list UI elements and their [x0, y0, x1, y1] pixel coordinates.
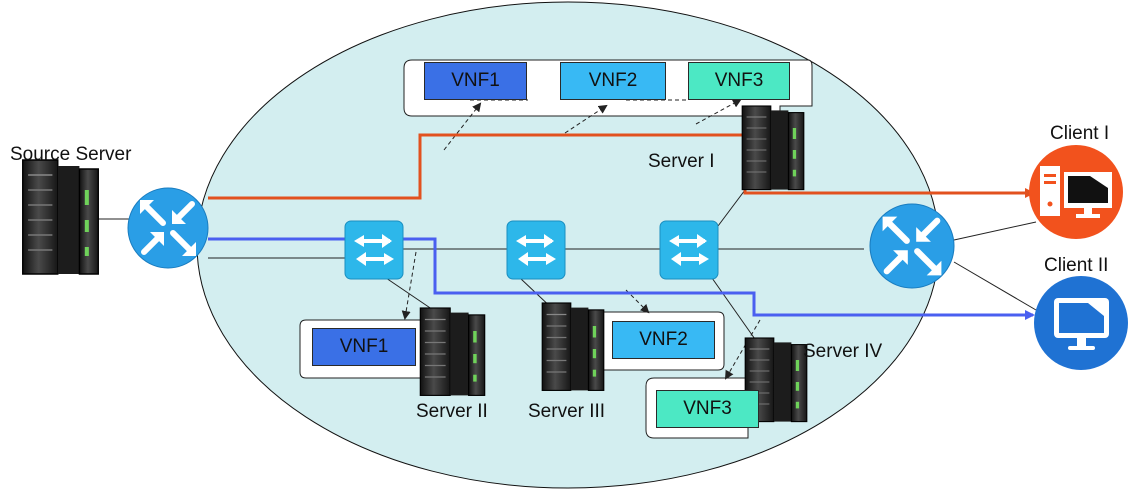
server-1-label: Server I — [648, 151, 715, 172]
service-path-client-1 — [208, 133, 1035, 200]
server-3-rack-icon — [541, 302, 605, 391]
client-2-monitor-icon — [1034, 276, 1128, 370]
server-1-rack-icon — [741, 105, 805, 191]
source-router-icon — [128, 188, 208, 268]
physical-links — [96, 185, 1037, 343]
edge-router-icon — [870, 204, 954, 288]
vnf1-chain-box: VNF1 — [424, 62, 527, 100]
server-2-rack-icon — [419, 307, 486, 396]
client-1-label: Client I — [1050, 123, 1110, 144]
server-3-label: Server III — [528, 401, 606, 422]
source-server-rack-icon — [21, 159, 100, 275]
source-server-label: Source Server — [10, 144, 132, 165]
client-1-desktop-icon — [1029, 145, 1123, 239]
vnf3-server-4-box: VNF3 — [656, 390, 759, 428]
server-4-label: Server IV — [803, 341, 883, 362]
server-2-label: Server II — [416, 401, 488, 422]
vnf1-server-2-box: VNF1 — [312, 328, 416, 366]
switch-1-icon — [343, 219, 405, 281]
vnf2-chain-box: VNF2 — [560, 62, 666, 100]
vnf-mapping-arrows — [401, 99, 761, 380]
client-2-label: Client II — [1044, 255, 1109, 276]
vnf2-server-3-box: VNF2 — [612, 321, 715, 359]
switch-2-icon — [505, 219, 567, 281]
vnf3-chain-box: VNF3 — [688, 62, 790, 100]
switch-3-icon — [658, 219, 720, 281]
